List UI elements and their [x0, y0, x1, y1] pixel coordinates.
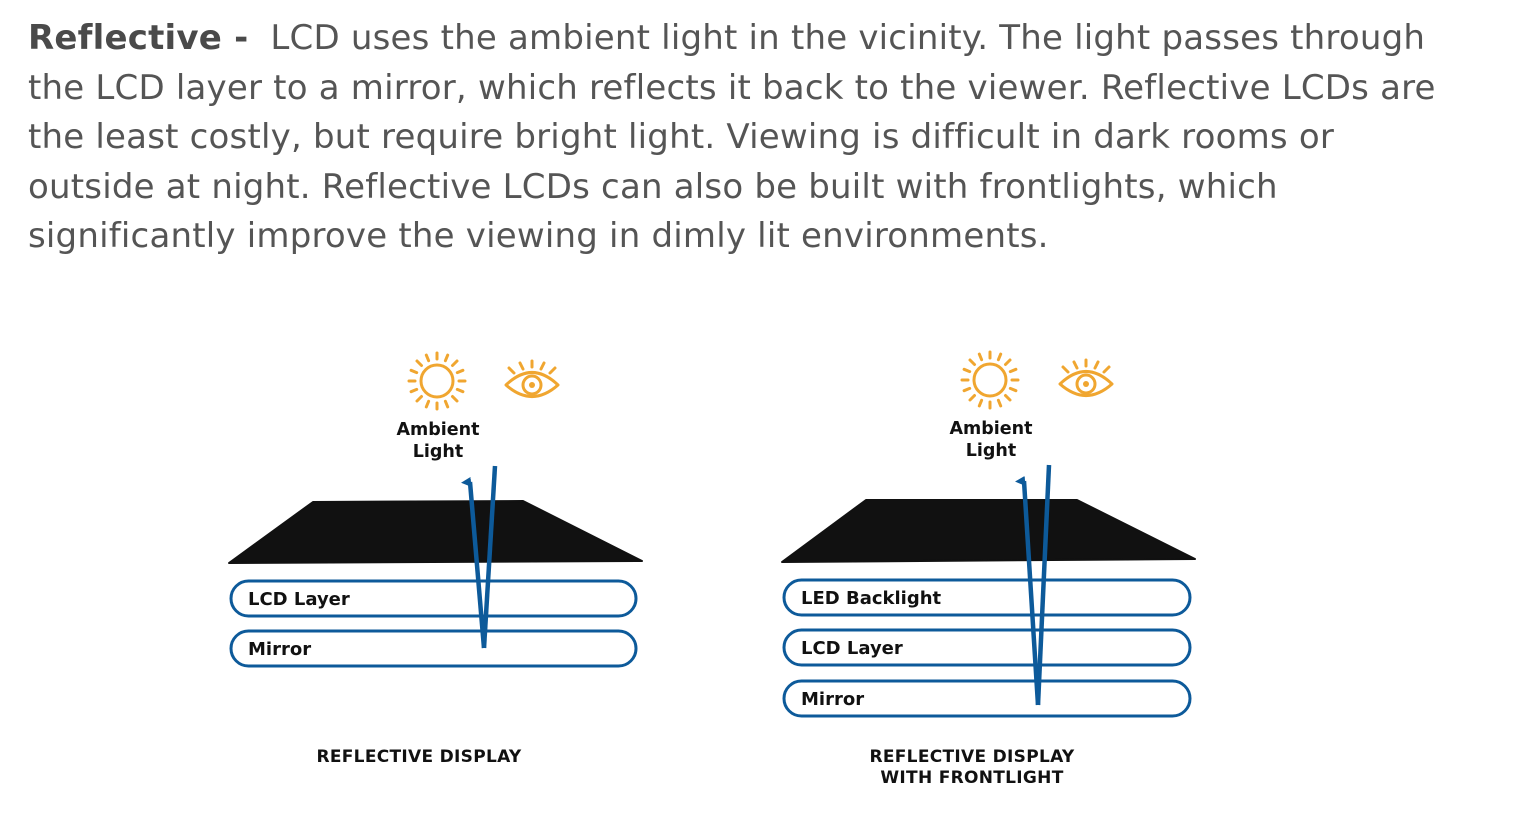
diagram-caption-line2: WITH FRONTLIGHT: [880, 768, 1063, 788]
sun-icon: [960, 350, 1020, 410]
layer-mirror: [229, 629, 638, 668]
eye-icon: [1058, 358, 1114, 397]
ambient-label-line2: Light: [413, 442, 464, 462]
intro-line-3: the least costly, but require bright lig…: [28, 117, 1335, 158]
display-panel: [228, 500, 643, 564]
layer-lcd: [782, 628, 1192, 667]
intro-lead: Reflective -: [28, 18, 249, 58]
layer-lcd-label: LCD Layer: [801, 638, 903, 659]
ambient-label-line2: Light: [966, 441, 1017, 461]
layer-led-backlight-label: LED Backlight: [801, 588, 942, 609]
layer-mirror-label: Mirror: [801, 689, 864, 710]
sun-icon: [407, 351, 467, 411]
intro-line-5: significantly improve the viewing in dim…: [28, 216, 1049, 257]
incoming-light-ray: [1035, 464, 1052, 706]
layer-lcd: [229, 579, 638, 618]
intro-line-2: the LCD layer to a mirror, which reflect…: [28, 67, 1436, 108]
ambient-label-line1: Ambient: [397, 420, 480, 440]
layer-mirror: [782, 679, 1192, 718]
intro-line-4: outside at night. Reflective LCDs can al…: [28, 166, 1278, 207]
layer-mirror-label: Mirror: [248, 639, 311, 660]
diagram-reflective-frontlight: Ambient Light LED Backlight LCD Layer Mi…: [781, 350, 1196, 788]
incoming-light-ray: [481, 465, 498, 649]
intro-line-1: Reflective - LCD uses the ambient light …: [28, 18, 1426, 58]
reflected-light-ray: [1015, 475, 1041, 706]
diagram-caption-line1: REFLECTIVE DISPLAY: [869, 747, 1074, 767]
diagram-caption: REFLECTIVE DISPLAY: [316, 747, 521, 767]
reflected-light-ray: [461, 476, 487, 649]
eye-icon: [504, 359, 560, 398]
layer-lcd-label: LCD Layer: [248, 589, 350, 610]
intro-paragraph: Reflective - LCD uses the ambient light …: [28, 14, 1498, 262]
layer-led-backlight: [782, 578, 1192, 617]
display-panel: [781, 499, 1196, 563]
diagram-reflective: Ambient Light LCD Layer Mirror REFLECTIV…: [228, 351, 643, 767]
ambient-label-line1: Ambient: [950, 419, 1033, 439]
